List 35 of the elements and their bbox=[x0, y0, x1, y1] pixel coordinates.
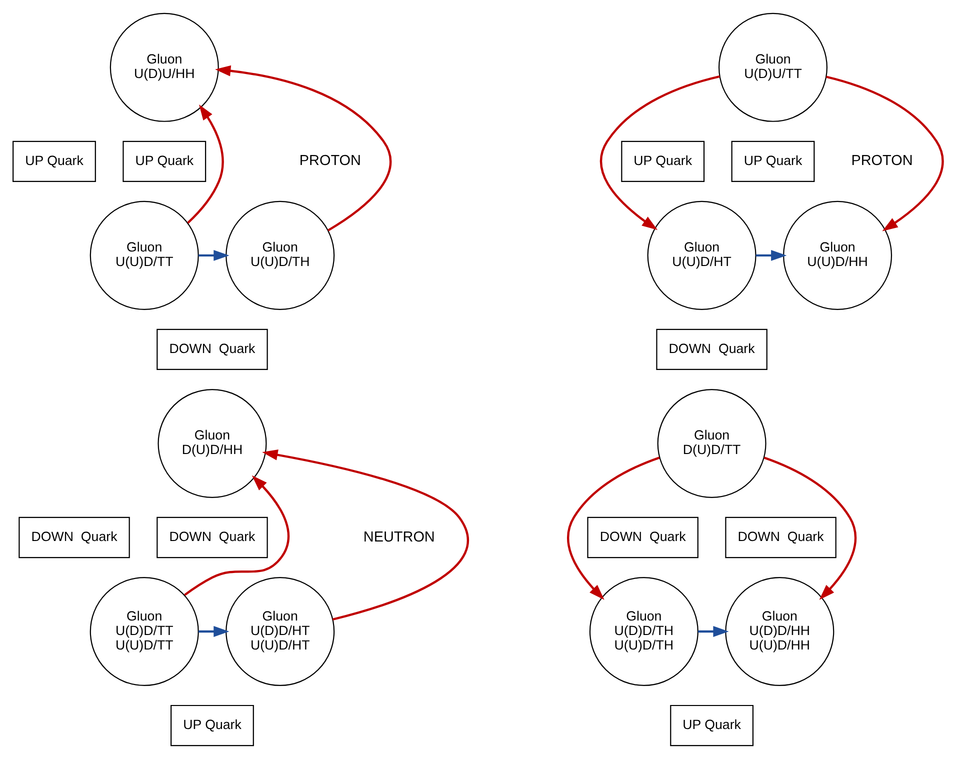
node-box: UP Quark bbox=[731, 140, 815, 182]
node-box: UP Quark bbox=[170, 704, 254, 746]
arrow bbox=[184, 475, 290, 596]
node-box: UP Quark bbox=[670, 704, 754, 746]
arrow bbox=[187, 104, 224, 224]
arrow bbox=[600, 75, 720, 230]
arrow bbox=[698, 626, 729, 637]
label: PROTON bbox=[851, 153, 913, 170]
node-circle: Gluon U(D)D/HT U(U)D/HT bbox=[226, 576, 335, 686]
arrow bbox=[215, 65, 392, 232]
node-box: DOWN Quark bbox=[156, 328, 268, 370]
node-circle: Gluon D(U)D/TT bbox=[657, 388, 766, 498]
label: PROTON bbox=[299, 153, 361, 170]
node-box: UP Quark bbox=[122, 140, 206, 182]
node-circle: Gluon U(D)D/TT U(U)D/TT bbox=[90, 576, 199, 686]
node-box: UP Quark bbox=[12, 140, 96, 182]
node-box: UP Quark bbox=[621, 140, 705, 182]
node-box: DOWN Quark bbox=[587, 516, 698, 558]
node-circle: Gluon U(U)D/TH bbox=[226, 200, 335, 310]
node-box: DOWN Quark bbox=[656, 328, 768, 370]
arrow bbox=[567, 456, 660, 600]
arrow bbox=[756, 250, 787, 261]
node-box: DOWN Quark bbox=[725, 516, 836, 558]
node-box: DOWN Quark bbox=[18, 516, 130, 558]
arrow bbox=[826, 76, 944, 232]
arrow bbox=[764, 456, 857, 600]
node-circle: Gluon U(U)D/TT bbox=[90, 200, 199, 310]
node-circle: Gluon U(D)U/TT bbox=[718, 12, 828, 122]
label: NEUTRON bbox=[363, 529, 435, 546]
arrow bbox=[198, 250, 230, 261]
node-box: DOWN Quark bbox=[156, 516, 268, 558]
node-circle: Gluon U(U)D/HT bbox=[647, 200, 756, 310]
arrow bbox=[262, 449, 469, 621]
arrow bbox=[198, 626, 230, 637]
node-circle: Gluon U(U)D/HH bbox=[783, 200, 892, 310]
